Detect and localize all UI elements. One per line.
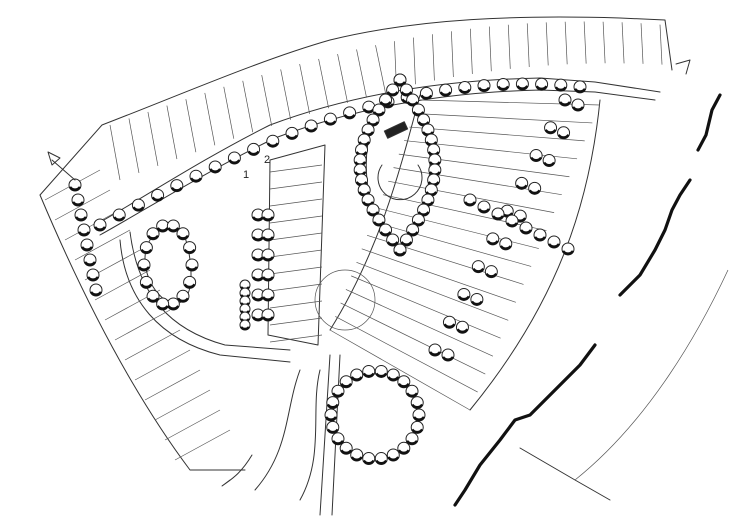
- parcel-label-1: 1: [243, 169, 249, 181]
- entry-arrow-south: [221, 454, 253, 487]
- site-boundary: [39, 16, 673, 471]
- central-block-lots: [267, 144, 326, 346]
- west-edge-lots: [44, 169, 231, 461]
- hedgerows: [453, 93, 722, 507]
- central-oval: [314, 269, 376, 331]
- southeast-lot-line: [519, 447, 611, 501]
- east-edge-line: [574, 269, 729, 481]
- east-fan-lots: [329, 94, 601, 411]
- north-arc-lots: [109, 21, 663, 181]
- entry-arrow-northwest: [47, 151, 76, 181]
- parcel-label-2: 2: [264, 154, 270, 166]
- entry-arrow-northeast: [675, 59, 691, 75]
- south-roads: [254, 354, 341, 516]
- trees: [68, 73, 587, 466]
